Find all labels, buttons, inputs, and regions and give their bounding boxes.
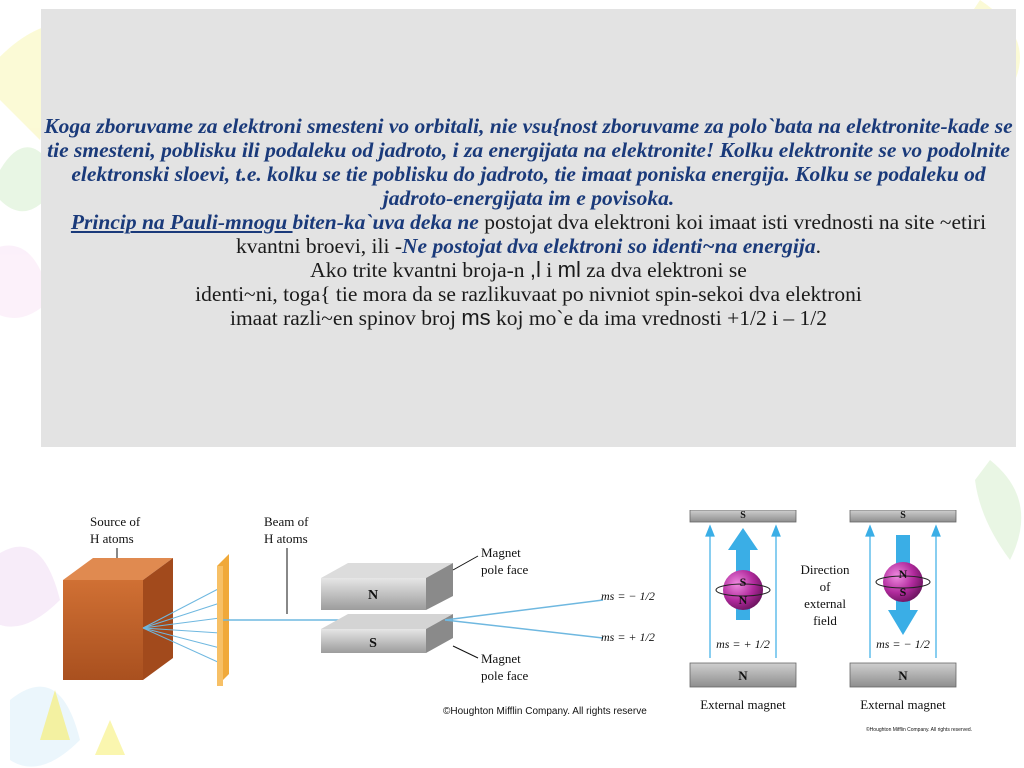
bottom-pole-right: N xyxy=(898,668,908,683)
pauli-end: . xyxy=(815,234,821,258)
beam-label-2: H atoms xyxy=(264,531,308,546)
spin-values-line: imaat razli~en spinov broj ms koj mo`e d… xyxy=(41,305,1016,331)
top-pole-left: S xyxy=(740,510,746,521)
source-box xyxy=(63,558,173,680)
magnet-bot-label-1: Magnet xyxy=(481,651,521,666)
beam-up xyxy=(444,599,604,621)
beam-label-1: Beam of xyxy=(264,514,309,529)
sphere-right-top: N xyxy=(899,567,908,581)
intro-paragraph: Koga zboruvame za elektroni smesteni vo … xyxy=(44,114,1013,210)
magnet-south: S xyxy=(321,614,453,653)
source-label-2: H atoms xyxy=(90,531,134,546)
stern-gerlach-diagram: Source of H atoms Beam of H atoms N S xyxy=(63,514,655,717)
magnet-north: N xyxy=(321,563,453,610)
sphere-left-top: S xyxy=(740,575,747,589)
spin-line: identi~ni, toga{ tie mora da se razlikuv… xyxy=(195,282,862,306)
pauli-bold-text: biten-ka`uva deka ne xyxy=(292,210,479,234)
magnet-bot-label-2: pole face xyxy=(481,668,529,683)
direction-label-2: of xyxy=(820,579,832,594)
decor-triangle xyxy=(40,690,70,740)
direction-label-1: Direction xyxy=(800,562,850,577)
top-pole-right: S xyxy=(900,510,906,521)
caption-right: External magnet xyxy=(860,697,946,712)
text-run: i xyxy=(540,258,558,282)
beam-down xyxy=(444,619,604,639)
text-run: za dva elektroni se xyxy=(580,258,747,282)
electron-sphere-right xyxy=(883,562,923,602)
ms-plus-right-label: ms = + 1/2 xyxy=(716,637,770,651)
spin-panel-down: S N S ms = − 1/2 N External magnet xyxy=(849,510,957,712)
electron-sphere-left xyxy=(723,570,763,610)
slide-text: Koga zboruvame za elektroni smesteni vo … xyxy=(41,114,1016,330)
caption-left: External magnet xyxy=(700,697,786,712)
text-run: koj mo`e da ima vrednosti +1/2 i – 1/2 xyxy=(490,306,828,330)
text-run: imaat razli~en spinov broj xyxy=(229,306,462,330)
ms-minus-right-label: ms = − 1/2 xyxy=(876,637,930,651)
spin-orientation-diagram: S S N ms = + 1/2 N External magnet Direc… xyxy=(689,510,972,733)
pauli-italic-text: Ne postojat dva elektroni so identi~na e… xyxy=(402,234,816,258)
decor-leaf xyxy=(975,460,1022,560)
quantum-numbers-line: Ako trite kvantni broja-n ,l i ml za dva… xyxy=(41,257,1016,283)
sphere-left-bottom: N xyxy=(739,593,748,607)
beam-fan xyxy=(142,587,221,664)
text-run-l: ,l xyxy=(529,257,541,282)
magnet-top-label-2: pole face xyxy=(481,562,529,577)
spin-panel-up: S S N ms = + 1/2 N External magnet xyxy=(689,510,797,712)
decor-leaf xyxy=(0,546,60,627)
magnet-top-label-1: Magnet xyxy=(481,545,521,560)
decor-triangle xyxy=(95,720,125,755)
decor-leaf xyxy=(0,245,50,318)
copyright-right: ©Houghton Mifflin Company. All rights re… xyxy=(866,726,972,733)
text-run-ms: ms xyxy=(461,305,491,330)
ms-plus-label: ms = + 1/2 xyxy=(601,630,655,644)
pole-s-label: S xyxy=(369,636,377,651)
pauli-paragraph: Princip na Pauli-mnogu biten-ka`uva deka… xyxy=(41,210,1016,258)
direction-label-4: field xyxy=(813,613,837,628)
source-label-1: Source of xyxy=(90,514,141,529)
direction-label-3: external xyxy=(804,596,846,611)
copyright-left: ©Houghton Mifflin Company. All rights re… xyxy=(443,706,647,717)
ms-minus-label: ms = − 1/2 xyxy=(601,589,655,603)
pauli-normal-text: postojat dva elektroni koi imaat isti vr… xyxy=(236,210,987,258)
text-run: Ako trite kvantni broja-n xyxy=(310,258,530,282)
text-run-ml: ml xyxy=(557,257,581,282)
pole-n-label: N xyxy=(368,588,378,603)
magnet-top-leader xyxy=(452,555,479,571)
pauli-principle-label: Princip na Pauli-mnogu xyxy=(70,210,293,234)
text-panel: Koga zboruvame za elektroni smesteni vo … xyxy=(41,9,1016,447)
magnet-bot-leader xyxy=(452,645,479,659)
sphere-right-bottom: S xyxy=(900,585,907,599)
bottom-pole-left: N xyxy=(738,668,748,683)
